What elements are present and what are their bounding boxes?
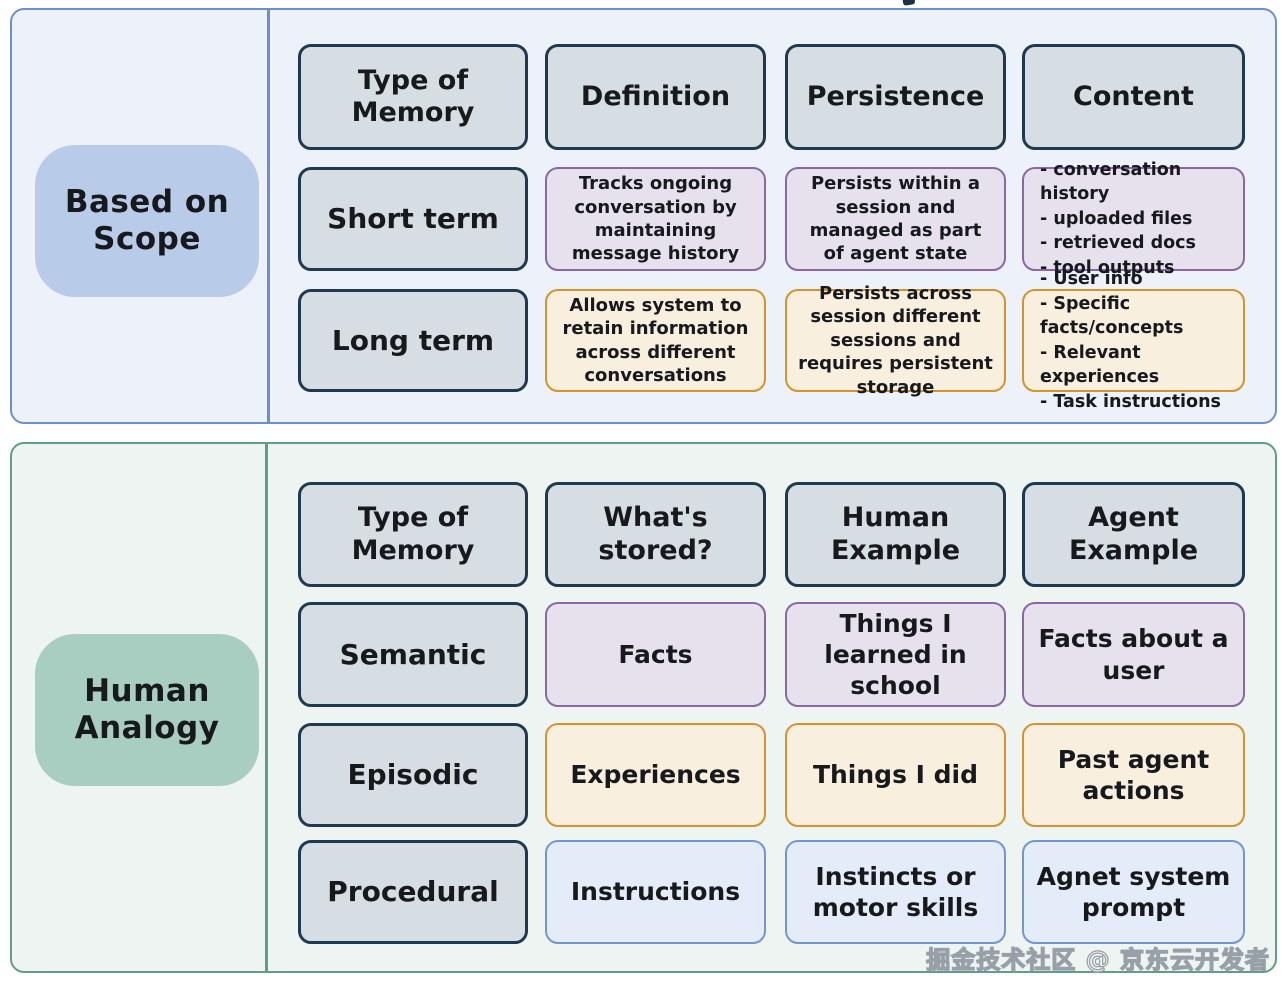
scope-short-term-definition: Tracks ongoing conversation by maintaini… <box>545 167 766 271</box>
analogy-header-type-of-memory: Type of Memory <box>298 482 528 587</box>
scope-header-content: Content <box>1022 44 1245 150</box>
scope-long-term-content-list: - User info - Specific facts/concepts - … <box>1022 269 1245 412</box>
scope-long-term-persistence: Persists across session different sessio… <box>785 283 1006 398</box>
semantic-stored: Facts <box>545 602 766 707</box>
scope-panel: Based on Scope Type of Memory Definition… <box>10 8 1277 424</box>
semantic-agent-example: Facts about a user <box>1022 602 1245 707</box>
analogy-row-procedural-label: Procedural <box>298 840 528 944</box>
watermark: 掘金技术社区 @ 京东云开发者 <box>926 945 1270 974</box>
scope-short-term-persistence: Persists within a session and managed as… <box>785 167 1006 271</box>
scope-row-long-term-label: Long term <box>298 289 528 392</box>
semantic-human-example: Things I learned in school <box>785 602 1006 707</box>
list-item: - Task instructions <box>1040 391 1221 412</box>
scope-panel-label: Based on Scope <box>35 145 259 297</box>
cropped-stroke-fragment <box>902 0 916 6</box>
scope-row-short-term-label: Short term <box>298 167 528 271</box>
analogy-header-human-example: Human Example <box>785 482 1006 587</box>
scope-divider <box>267 10 270 422</box>
analogy-row-semantic-label: Semantic <box>298 602 528 707</box>
list-item: - conversation history <box>1040 159 1182 205</box>
scope-header-persistence: Persistence <box>785 44 1006 150</box>
scope-header-definition: Definition <box>545 44 766 150</box>
analogy-panel-label: Human Analogy <box>35 634 259 786</box>
episodic-stored: Experiences <box>545 723 766 827</box>
list-item: - Relevant experiences <box>1040 342 1160 388</box>
list-item: - Specific facts/concepts <box>1040 293 1184 339</box>
analogy-header-agent-example: Agent Example <box>1022 482 1245 587</box>
analogy-divider <box>265 444 268 971</box>
list-item: - tool outputs <box>1040 257 1175 278</box>
scope-short-term-content-list: - conversation history - uploaded files … <box>1022 160 1245 278</box>
list-item: - uploaded files <box>1040 208 1193 229</box>
procedural-human-example: Instincts or motor skills <box>785 840 1006 944</box>
list-item: - retrieved docs <box>1040 233 1196 254</box>
procedural-stored: Instructions <box>545 840 766 944</box>
analogy-panel: Human Analogy Type of Memory What's stor… <box>10 442 1277 973</box>
procedural-agent-example: Agnet system prompt <box>1022 840 1245 944</box>
episodic-agent-example: Past agent actions <box>1022 723 1245 827</box>
analogy-header-whats-stored: What's stored? <box>545 482 766 587</box>
episodic-human-example: Things I did <box>785 723 1006 827</box>
scope-long-term-definition: Allows system to retain information acro… <box>545 289 766 392</box>
scope-header-type-of-memory: Type of Memory <box>298 44 528 150</box>
analogy-row-episodic-label: Episodic <box>298 723 528 827</box>
list-item: - User info <box>1040 269 1143 289</box>
